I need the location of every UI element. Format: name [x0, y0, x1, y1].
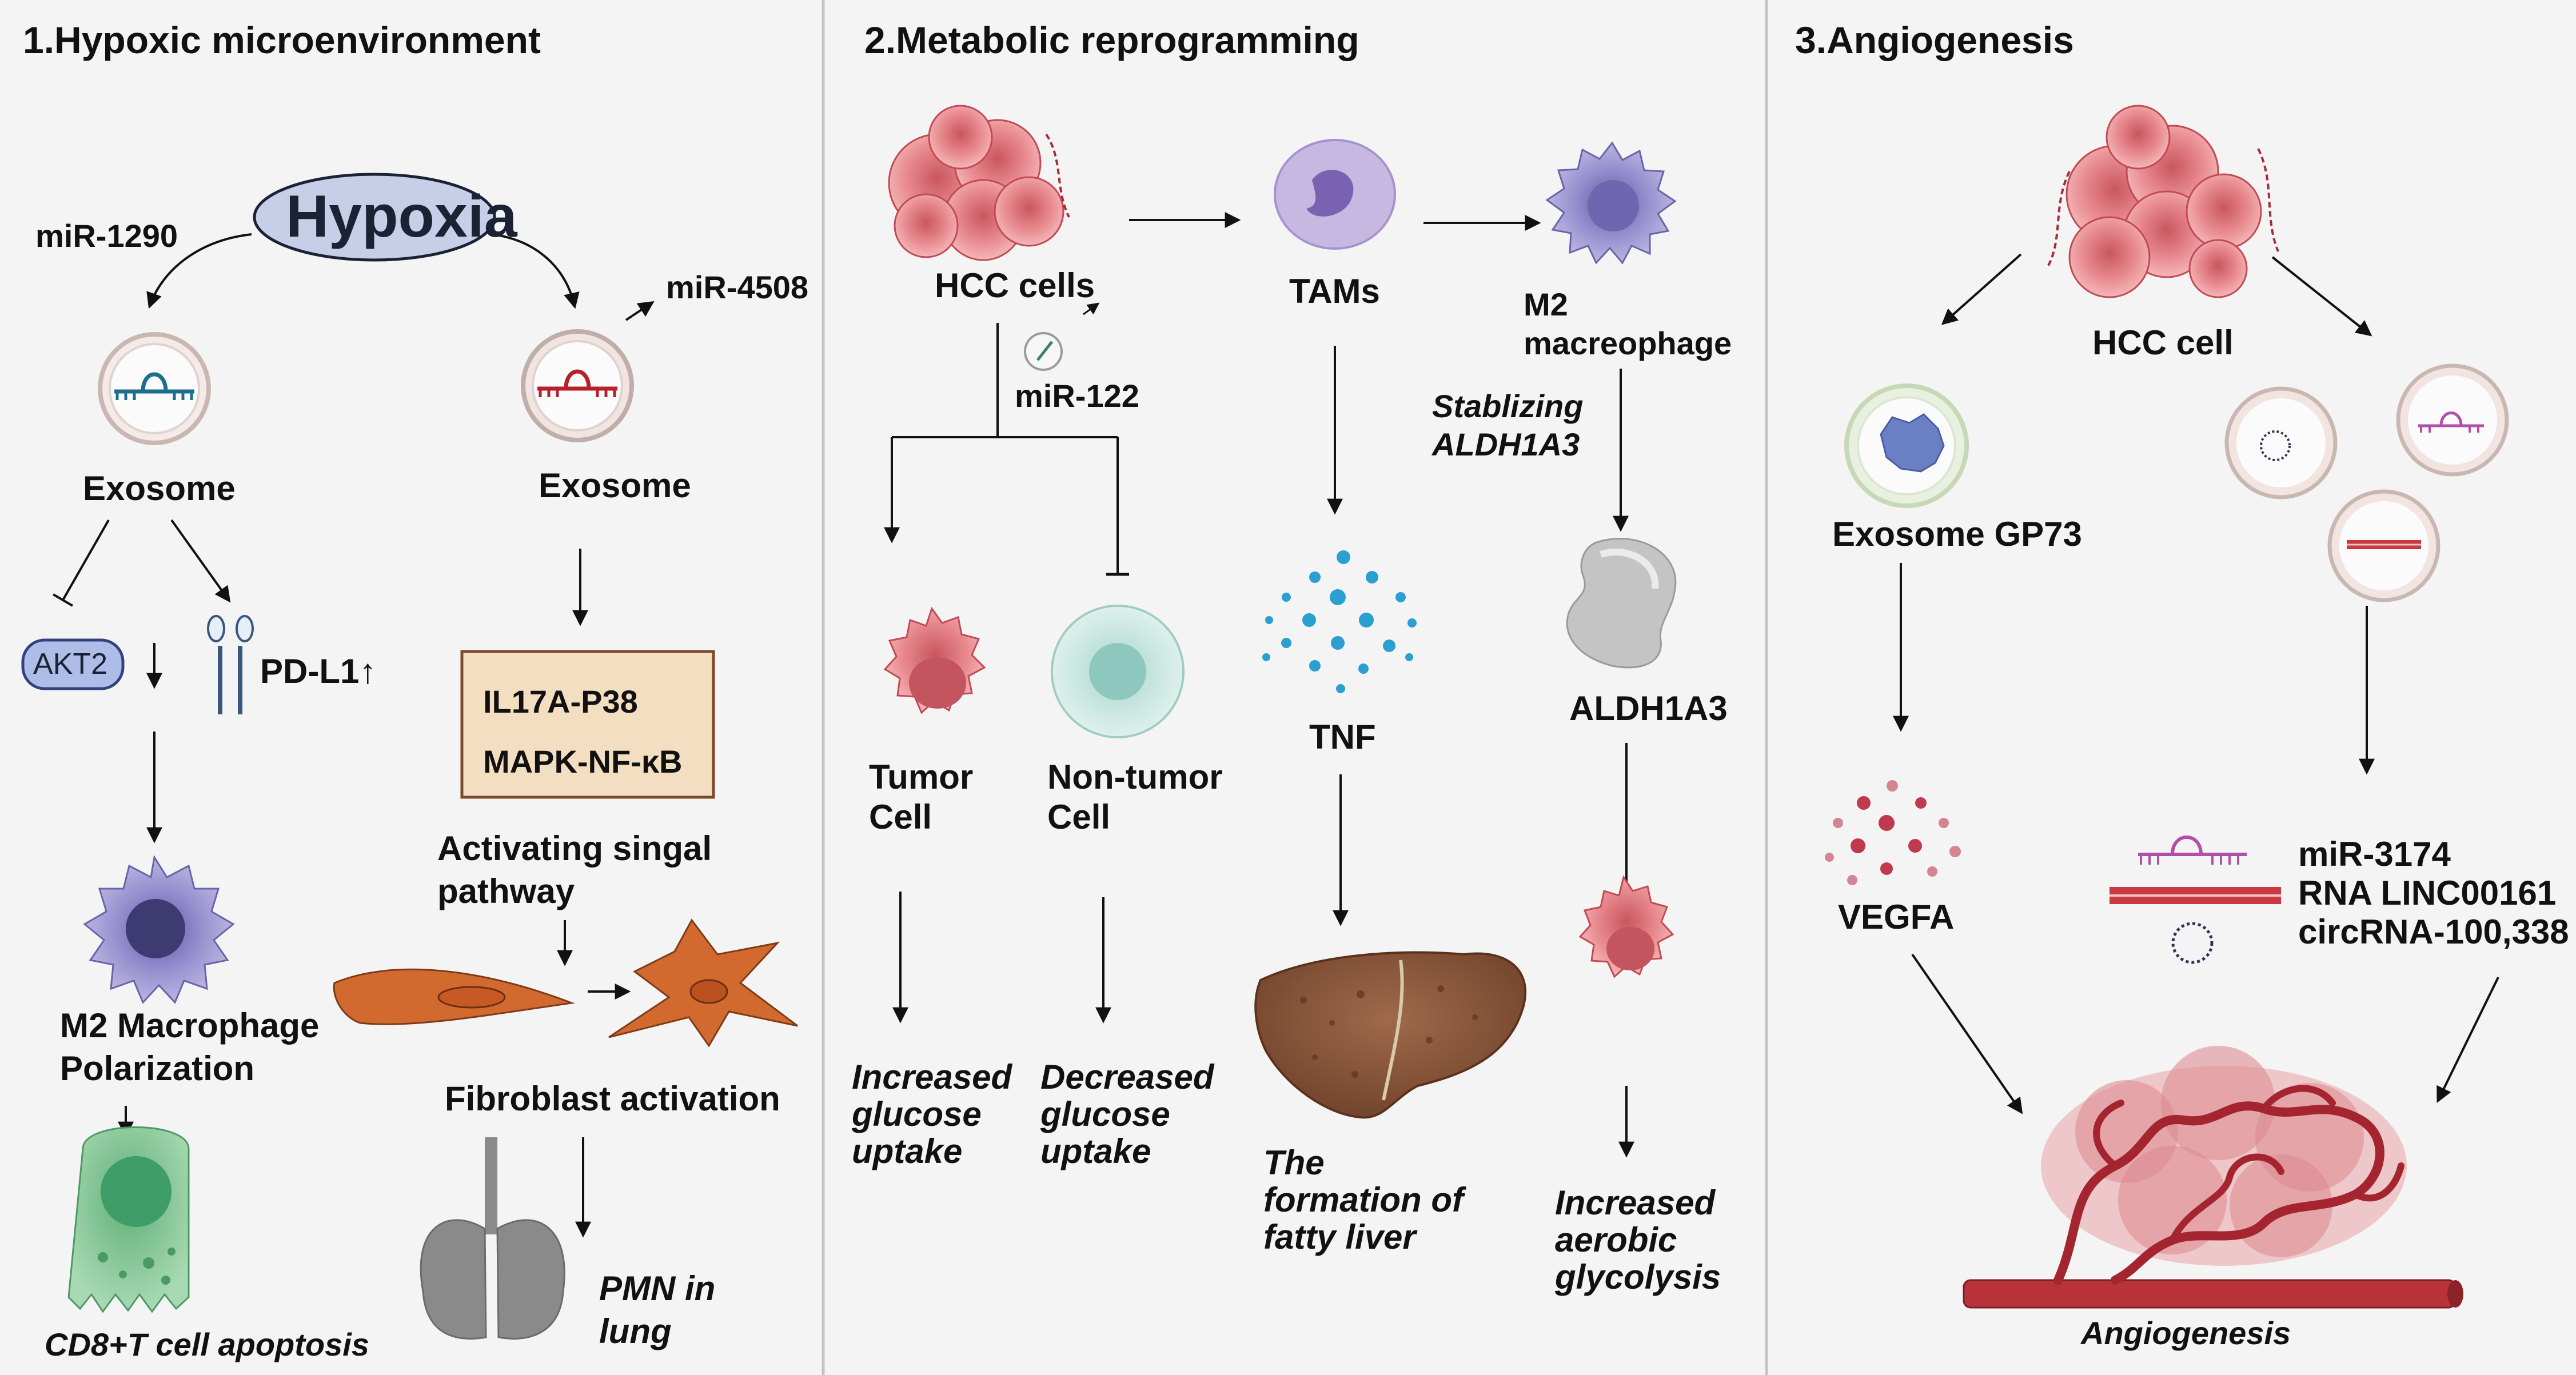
decreased-glucose-1: Decreased	[1040, 1058, 1214, 1096]
nontumor-cell-label-1: Non-tumor	[1047, 758, 1223, 796]
tams-icon	[1274, 139, 1396, 250]
nontumor-cell-label-2: Cell	[1047, 798, 1111, 836]
aerobic-3: glycolysis	[1555, 1258, 1721, 1296]
tumor-cell-label-1: Tumor	[869, 758, 974, 796]
angiogenesis-label: Angiogenesis	[2081, 1315, 2291, 1351]
increased-glucose-3: uptake	[852, 1132, 963, 1170]
arrow-hcc-ncrna	[2271, 256, 2372, 337]
section-title-metabolic: 2.Metabolic reprogramming	[864, 19, 1359, 61]
m2-macrophage-icon-metabolic	[1545, 141, 1677, 265]
tnf-label: TNF	[1309, 718, 1376, 756]
vegfa-dots-icon	[1825, 780, 1961, 885]
fibroblast-activated-icon	[608, 918, 798, 1048]
mirna-icon	[2138, 836, 2247, 865]
tams-label: TAMs	[1289, 272, 1380, 310]
mir-1290-label: miR-1290	[35, 218, 178, 254]
stablizing-label-1: Stablizing	[1432, 388, 1584, 424]
pmn-lung-label-1: PMN in	[599, 1269, 716, 1308]
aerobic-1: Increased	[1555, 1184, 1716, 1222]
exosome-left-icon	[98, 332, 211, 445]
tumor-cell-icon	[883, 606, 986, 714]
cd8-tcell-icon	[67, 1126, 190, 1313]
ncrna-label-2: RNA LINC00161	[2298, 874, 2557, 912]
arrow-hypoxia-left	[146, 233, 252, 309]
exosome-gp73-label: Exosome GP73	[1832, 515, 2082, 553]
arrow-pdl1	[170, 519, 231, 603]
pathway-box	[460, 650, 715, 799]
pdl1-receptor-icon	[207, 615, 254, 714]
exosome-ncrna-3-icon	[2327, 489, 2441, 602]
increased-glucose-1: Increased	[852, 1058, 1012, 1096]
exosome-gp73-icon	[1844, 383, 1969, 508]
hcc-cluster-icon-angio	[2045, 105, 2279, 298]
m2-macrophage-icon	[83, 854, 235, 1004]
fatty-liver-icon	[1254, 951, 1527, 1119]
m2-label-1: M2	[1524, 286, 1568, 322]
exosome-right-label: Exosome	[539, 466, 691, 505]
lncrna-icon	[2110, 887, 2281, 904]
ncrna-label-1: miR-3174	[2298, 835, 2451, 873]
hcc-cluster-icon-metabolic	[888, 105, 1070, 261]
inhibit-akt2	[62, 519, 110, 601]
akt2-badge	[21, 638, 125, 690]
fatty-liver-2: formation of	[1263, 1181, 1464, 1219]
akt2-label: AKT2	[33, 647, 108, 681]
arrow-mir4508	[625, 301, 655, 321]
fatty-liver-1: The	[1263, 1144, 1325, 1182]
aldh1a3-icon	[1566, 538, 1677, 669]
arrow-hcc-gp73	[1941, 253, 2022, 325]
pathway-box-line-2: MAPK-NF-κB	[483, 744, 683, 780]
mir-4508-label: miR-4508	[666, 269, 809, 305]
m2-label-2: macreophage	[1524, 325, 1732, 361]
lung-icon	[420, 1137, 565, 1340]
exosome-ncrna-2-icon	[2396, 363, 2509, 477]
exosome-ncrna-1-icon	[2224, 386, 2338, 499]
ncrna-label-3: circRNA-100,338	[2298, 913, 2569, 951]
tumor-cell-label-2: Cell	[869, 798, 932, 836]
activating-label-2: pathway	[437, 872, 575, 910]
fatty-liver-3: fatty liver	[1263, 1218, 1416, 1256]
tnf-dots-icon	[1262, 550, 1417, 693]
circrna-icon	[2171, 922, 2214, 964]
cd8-apoptosis-label: CD8+T cell apoptosis	[45, 1326, 369, 1362]
arrow-vegfa-angio	[1911, 953, 2023, 1114]
section-title-angiogenesis: 3.Angiogenesis	[1795, 19, 2074, 61]
pmn-lung-label-2: lung	[599, 1312, 672, 1350]
decreased-glucose-3: uptake	[1040, 1132, 1151, 1170]
hypoxia-ellipse	[253, 173, 496, 262]
fibroblast-resting-icon	[333, 968, 575, 1025]
decreased-glucose-2: glucose	[1040, 1095, 1170, 1133]
arrow-ncrna-angio	[2437, 977, 2499, 1104]
nontumor-cell-icon	[1051, 605, 1185, 738]
aldh1a3-label: ALDH1A3	[1569, 689, 1728, 728]
m2-polarization-label-1: M2 Macrophage	[60, 1006, 320, 1045]
angiogenesis-icon	[1963, 1046, 2463, 1309]
fibroblast-activation-label: Fibroblast activation	[445, 1080, 780, 1118]
hcc-cells-label: HCC cells	[935, 266, 1095, 305]
exosome-left-label: Exosome	[83, 469, 236, 507]
exosome-right-icon	[521, 329, 634, 442]
vegfa-label: VEGFA	[1838, 898, 1955, 936]
tumor-cell-icon-2	[1578, 875, 1674, 978]
stablizing-label-2: ALDH1A3	[1432, 426, 1580, 462]
aerobic-2: aerobic	[1555, 1221, 1677, 1259]
arrow-hypoxia-right	[491, 233, 580, 309]
pathway-box-line-1: IL17A-P38	[483, 683, 638, 720]
pdl1-label: PD-L1↑	[260, 652, 377, 690]
increased-glucose-2: glucose	[852, 1095, 982, 1133]
section-title-hypoxic: 1.Hypoxic microenvironment	[23, 19, 541, 61]
mir-122-label: miR-122	[1015, 378, 1139, 414]
hcc-cell-label: HCC cell	[2092, 323, 2234, 362]
hypoxia-label: Hypoxia	[286, 183, 517, 250]
m2-polarization-label-2: Polarization	[60, 1049, 255, 1088]
mir122-exosome-icon	[1024, 332, 1063, 371]
arrow-mir122-small	[1083, 302, 1100, 315]
activating-label-1: Activating singal	[437, 829, 712, 868]
